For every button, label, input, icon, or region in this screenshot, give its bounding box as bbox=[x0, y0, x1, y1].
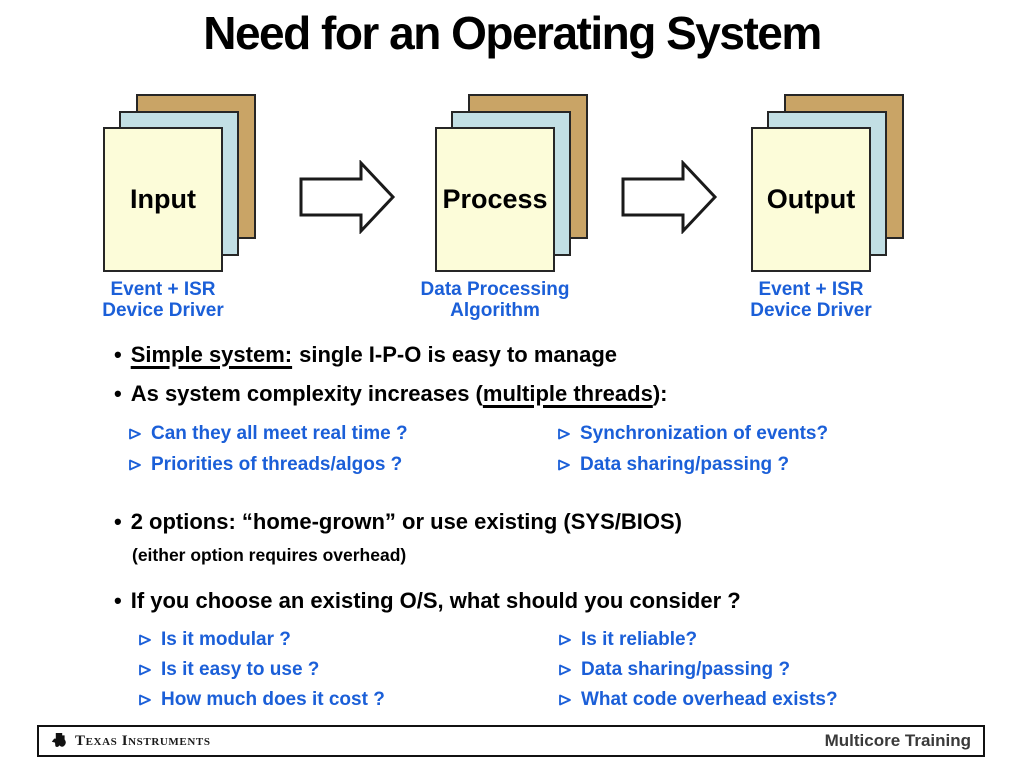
stage-process: Process Data Processing Algorithm bbox=[421, 94, 591, 334]
question-text: How much does it cost ? bbox=[161, 689, 385, 710]
flow-right-arrow-icon bbox=[621, 160, 718, 234]
bullet-dot: • bbox=[114, 381, 122, 406]
question-item: What code overhead exists? bbox=[558, 689, 838, 711]
question-item: Is it easy to use ? bbox=[138, 659, 319, 681]
stage-label: Input bbox=[130, 184, 196, 214]
question-item: Can they all meet real time ? bbox=[128, 423, 408, 445]
footer-bar: Texas Instruments Multicore Training bbox=[37, 725, 985, 757]
arrowhead-icon bbox=[129, 459, 141, 471]
arrowhead-icon bbox=[559, 634, 571, 646]
question-text: What code overhead exists? bbox=[581, 689, 838, 710]
bullet-options-note: (either option requires overhead) bbox=[132, 545, 407, 565]
arrowhead-icon bbox=[559, 664, 571, 676]
question-text: Synchronization of events? bbox=[580, 423, 829, 444]
stage-caption: Data Processing Algorithm bbox=[395, 279, 595, 321]
bullet-text: As system complexity increases ( bbox=[130, 381, 483, 406]
stage-input: Input Event + ISR Device Driver bbox=[102, 94, 259, 334]
question-item: How much does it cost ? bbox=[138, 689, 385, 711]
stage-label: Process bbox=[442, 184, 548, 214]
question-item: Synchronization of events? bbox=[557, 423, 828, 445]
brand-name: Texas Instruments bbox=[75, 732, 211, 749]
card-front: Process bbox=[435, 127, 555, 272]
caption-line: Algorithm bbox=[450, 300, 540, 321]
arrowhead-icon bbox=[558, 459, 570, 471]
question-item: Priorities of threads/algos ? bbox=[128, 454, 402, 476]
slide-title: Need for an Operating System bbox=[203, 7, 822, 59]
ti-logo-icon bbox=[51, 733, 66, 748]
question-item: Data sharing/passing ? bbox=[557, 454, 789, 476]
bullet-complexity: • As system complexity increases (multipl… bbox=[114, 381, 667, 407]
question-item: Is it reliable? bbox=[558, 629, 697, 651]
underlined-text: multiple threads bbox=[482, 381, 653, 406]
caption-line: Device Driver bbox=[750, 300, 872, 321]
bullet-text: If you choose an existing O/S, what shou… bbox=[130, 588, 741, 613]
bullet-simple-system: • Simple system:single I-P-O is easy to m… bbox=[114, 342, 617, 368]
arrowhead-icon bbox=[139, 634, 151, 646]
arrowhead-icon bbox=[139, 664, 151, 676]
question-text: Is it reliable? bbox=[581, 629, 698, 650]
arrowhead-icon bbox=[559, 694, 571, 706]
bullet-dot: • bbox=[114, 588, 122, 613]
question-text: Is it easy to use ? bbox=[161, 659, 320, 680]
caption-line: Event + ISR bbox=[758, 279, 864, 300]
arrowhead-icon bbox=[558, 428, 570, 440]
bullet-consider: • If you choose an existing O/S, what sho… bbox=[114, 588, 741, 614]
bullet-dot: • bbox=[114, 509, 122, 534]
stage-caption: Event + ISR Device Driver bbox=[711, 279, 911, 321]
underlined-text: Simple system: bbox=[130, 342, 293, 367]
arrowhead-icon bbox=[129, 428, 141, 440]
bullet-dot: • bbox=[114, 342, 122, 367]
stage-output: Output Event + ISR Device Driver bbox=[750, 94, 907, 334]
stage-caption: Event + ISR Device Driver bbox=[63, 279, 263, 321]
bullet-text: single I-P-O is easy to manage bbox=[299, 342, 617, 367]
bullet-two-options: • 2 options: “home-grown” or use existing… bbox=[114, 509, 682, 535]
question-text: Data sharing/passing ? bbox=[581, 659, 791, 680]
caption-line: Event + ISR bbox=[110, 279, 216, 300]
bullet-text: ): bbox=[652, 381, 668, 406]
card-front: Input bbox=[103, 127, 223, 272]
caption-line: Data Processing bbox=[420, 279, 570, 300]
footer-right-label: Multicore Training bbox=[824, 731, 971, 750]
bullet-text: 2 options: “home-grown” or use existing … bbox=[130, 509, 682, 534]
question-text: Can they all meet real time ? bbox=[151, 423, 408, 444]
question-item: Is it modular ? bbox=[138, 629, 291, 651]
card-front: Output bbox=[751, 127, 871, 272]
arrowhead-icon bbox=[139, 694, 151, 706]
question-item: Data sharing/passing ? bbox=[558, 659, 790, 681]
flow-right-arrow-icon bbox=[299, 160, 396, 234]
stage-label: Output bbox=[766, 184, 856, 214]
question-text: Priorities of threads/algos ? bbox=[151, 454, 403, 475]
question-text: Is it modular ? bbox=[161, 629, 291, 650]
caption-line: Device Driver bbox=[102, 300, 224, 321]
question-text: Data sharing/passing ? bbox=[580, 454, 790, 475]
